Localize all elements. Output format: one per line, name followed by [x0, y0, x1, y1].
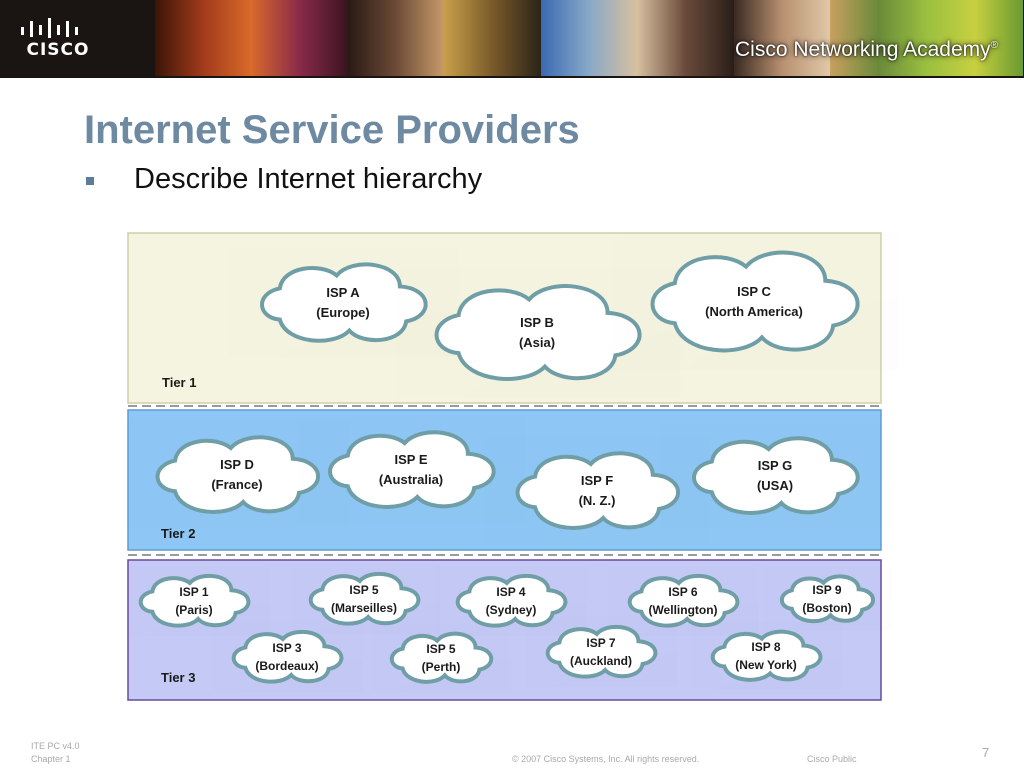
- tier-1-label: Tier 1: [162, 375, 196, 390]
- isp-location: (Boston): [802, 601, 851, 615]
- isp-name: ISP 7: [586, 636, 615, 650]
- isp-cloud: ISP 7 (Auckland): [548, 627, 656, 677]
- isp-cloud: ISP 1 (Paris): [141, 576, 249, 626]
- cloud-shape: [630, 576, 738, 626]
- cloud-shape: [330, 432, 494, 507]
- isp-cloud: ISP F (N. Z.): [518, 453, 679, 528]
- isp-cloud: ISP D (France): [158, 437, 319, 512]
- cloud-shape: [548, 627, 656, 677]
- isp-name: ISP F: [581, 473, 613, 488]
- isp-location: (France): [211, 477, 262, 492]
- cisco-bars-icon: [21, 18, 78, 38]
- isp-name: ISP 3: [272, 641, 301, 655]
- isp-name: ISP A: [326, 285, 360, 300]
- isp-cloud: ISP 5 (Marseilles): [311, 574, 419, 624]
- footer-chapter: Chapter 1: [31, 754, 71, 764]
- cisco-logo: CISCO: [18, 18, 98, 62]
- banner-photo-strip: [155, 0, 1023, 76]
- isp-location: (N. Z.): [579, 493, 616, 508]
- isp-cloud: ISP 4 (Sydney): [458, 576, 566, 626]
- isp-name: ISP C: [737, 284, 771, 299]
- isp-location: (Marseilles): [331, 601, 397, 615]
- isp-location: (Bordeaux): [255, 659, 318, 673]
- header-banner: CISCO Cisco Networking Academy®: [0, 0, 1024, 78]
- cloud-shape: [262, 264, 426, 340]
- cloud-shape: [437, 286, 640, 379]
- cisco-logo-text: CISCO: [26, 40, 90, 60]
- tier-3-label: Tier 3: [161, 670, 195, 685]
- page-title: Internet Service Providers: [84, 108, 580, 152]
- bullet-item: Describe Internet hierarchy: [86, 163, 482, 196]
- cloud-shape: [234, 632, 342, 682]
- isp-cloud: ISP B (Asia): [437, 286, 640, 379]
- isp-cloud: ISP G (USA): [694, 438, 858, 513]
- isp-location: (Perth): [422, 660, 461, 674]
- footer-course: ITE PC v4.0: [31, 741, 80, 751]
- isp-location: (New York): [735, 658, 797, 672]
- cloud-shape: [141, 576, 249, 626]
- networking-academy-brand: Cisco Networking Academy®: [735, 38, 998, 62]
- cloud-shape: [653, 253, 858, 351]
- isp-location: (Asia): [519, 335, 555, 350]
- cloud-shape: [158, 437, 319, 512]
- isp-location: (Wellington): [648, 603, 717, 617]
- isp-location: (Paris): [175, 603, 212, 617]
- cloud-shape: [458, 576, 566, 626]
- isp-name: ISP 8: [751, 640, 780, 654]
- bullet-text: Describe Internet hierarchy: [134, 163, 483, 195]
- isp-name: ISP G: [758, 458, 792, 473]
- isp-cloud: ISP 9 (Boston): [782, 576, 873, 621]
- isp-name: ISP 9: [812, 583, 841, 597]
- isp-name: ISP 4: [496, 585, 525, 599]
- isp-name: ISP 6: [668, 585, 697, 599]
- isp-name: ISP 1: [179, 585, 208, 599]
- isp-cloud: ISP 3 (Bordeaux): [234, 632, 342, 682]
- footer-classification: Cisco Public: [807, 754, 857, 764]
- isp-name: ISP 5: [349, 583, 378, 597]
- isp-location: (Europe): [316, 305, 369, 320]
- isp-location: (Sydney): [486, 603, 537, 617]
- isp-name: ISP 5: [426, 642, 455, 656]
- registered-mark: ®: [990, 40, 998, 51]
- cloud-shape: [713, 632, 821, 680]
- isp-location: (Auckland): [570, 654, 632, 668]
- cloud-shape: [782, 576, 873, 621]
- cloud-shape: [694, 438, 858, 513]
- isp-name: ISP B: [520, 315, 554, 330]
- isp-location: (USA): [757, 478, 793, 493]
- square-bullet-icon: [86, 176, 94, 185]
- isp-location: (North America): [705, 304, 803, 319]
- tier-2-label: Tier 2: [161, 526, 195, 541]
- cloud-shape: [311, 574, 419, 624]
- isp-name: ISP D: [220, 457, 254, 472]
- page-number: 7: [982, 745, 990, 760]
- isp-name: ISP E: [394, 452, 427, 467]
- isp-cloud: ISP 8 (New York): [713, 632, 821, 680]
- isp-location: (Australia): [379, 472, 443, 487]
- academy-brand-text: Cisco Networking Academy: [735, 38, 991, 61]
- isp-cloud: ISP 5 (Perth): [392, 634, 491, 682]
- footer-copyright: © 2007 Cisco Systems, Inc. All rights re…: [512, 754, 700, 764]
- isp-cloud: ISP 6 (Wellington): [630, 576, 738, 626]
- isp-cloud: ISP C (North America): [653, 253, 858, 351]
- cloud-shape: [518, 453, 679, 528]
- isp-cloud: ISP E (Australia): [330, 432, 494, 507]
- cloud-shape: [392, 634, 491, 682]
- isp-cloud: ISP A (Europe): [262, 264, 426, 340]
